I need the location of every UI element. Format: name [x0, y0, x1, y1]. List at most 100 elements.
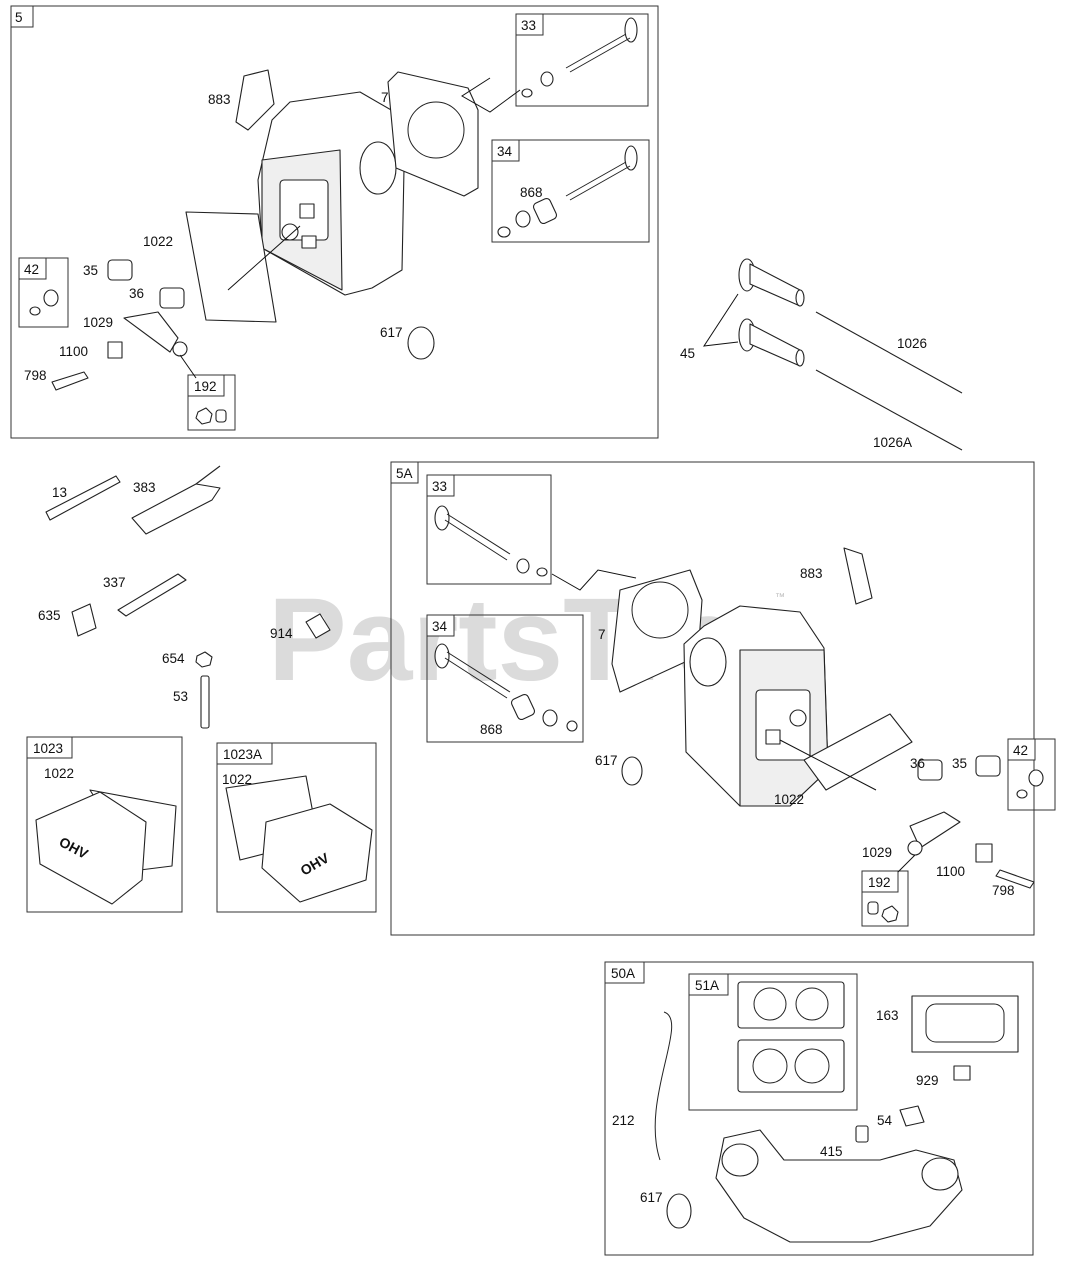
- label-337: 337: [103, 575, 126, 590]
- pivot-nut-b-part[interactable]: [907, 840, 923, 856]
- rocker-arm-1029-part[interactable]: [123, 311, 179, 353]
- valve-exhaust-part[interactable]: [497, 145, 638, 238]
- intake-gasket-upper-part[interactable]: [737, 981, 845, 1029]
- head-gasket-7-part[interactable]: [387, 71, 479, 197]
- kit-34b-tag[interactable]: [426, 614, 455, 637]
- label-7-b: 7: [598, 627, 606, 642]
- bolt-13-part[interactable]: [45, 475, 121, 521]
- kit-42-number: 42: [24, 262, 39, 277]
- label-1100-a: 1100: [59, 344, 88, 359]
- valve-cover-1023A-part[interactable]: OHV: [261, 803, 373, 903]
- plate-163-part[interactable]: [911, 995, 1019, 1053]
- kit-42-tag[interactable]: [18, 257, 47, 280]
- valve-cover-1023-part[interactable]: OHV: [35, 791, 147, 905]
- gasket-883-part[interactable]: [235, 69, 275, 131]
- guide-45-upper-part[interactable]: [738, 258, 805, 307]
- kit-33b-tag[interactable]: [426, 474, 455, 497]
- label-1022-a: 1022: [143, 234, 173, 249]
- assembly-1023-tag[interactable]: [26, 736, 73, 759]
- leader-gasket-b: [551, 569, 637, 591]
- push-rod-1026A-part[interactable]: [815, 369, 963, 451]
- label-654: 654: [162, 651, 185, 666]
- kit-34-frame: [491, 139, 650, 243]
- screw-798-part[interactable]: [51, 371, 89, 391]
- o-ring-617c-part[interactable]: [666, 1193, 692, 1229]
- assembly-1023A-frame: [216, 742, 377, 913]
- intake-gasket-lower-part[interactable]: [737, 1039, 845, 1093]
- assembly-1023A-number: 1023A: [223, 747, 262, 762]
- plug-boot-635-part[interactable]: [71, 603, 97, 637]
- label-1100-b: 1100: [936, 864, 965, 879]
- kit-192-tag[interactable]: [187, 374, 225, 397]
- assembly-1023A: 1023A OHV 1022: [216, 742, 377, 913]
- assembly-5A: 5A 33 34 868: [390, 461, 1056, 936]
- spring-36-part[interactable]: [159, 287, 185, 309]
- stud-53-part[interactable]: [200, 675, 210, 729]
- label-635: 635: [38, 608, 61, 623]
- screw-54-part[interactable]: [899, 1105, 925, 1127]
- leader-192b: [897, 854, 916, 873]
- assembly-5: 5 33 34 868: [10, 5, 659, 439]
- spring-35b-part[interactable]: [975, 755, 1001, 777]
- label-1026A: 1026A: [873, 435, 912, 450]
- intake-manifold-part[interactable]: [715, 1129, 963, 1243]
- label-883-b: 883: [800, 566, 823, 581]
- assembly-5-tag[interactable]: [10, 5, 34, 28]
- kit-34-number: 34: [497, 144, 513, 159]
- label-868-b: 868: [480, 722, 503, 737]
- kit-34b-frame: [426, 614, 584, 743]
- assembly-5A-number: 5A: [396, 466, 413, 481]
- spark-plug-337-part[interactable]: [117, 573, 187, 617]
- spring-36b-part[interactable]: [917, 759, 943, 781]
- o-ring-617-part[interactable]: [407, 326, 435, 360]
- label-45: 45: [680, 346, 695, 361]
- valve-intake-part[interactable]: [521, 17, 638, 98]
- leader-1022b: [779, 739, 877, 791]
- label-35-b: 35: [952, 756, 967, 771]
- kit-34-tag[interactable]: [491, 139, 520, 162]
- gasket-883b-part[interactable]: [843, 547, 873, 605]
- spring-35-part[interactable]: [107, 259, 133, 281]
- valve-intake-b-part[interactable]: [434, 505, 548, 577]
- push-rod-guide-1100b-part[interactable]: [975, 843, 993, 863]
- o-ring-617b-part[interactable]: [621, 756, 643, 786]
- assembly-5A-frame: [390, 461, 1035, 936]
- leader-192: [179, 354, 197, 379]
- assembly-50A-frame: [604, 961, 1034, 1256]
- leader-gasket: [461, 77, 521, 113]
- push-rod-1026-part[interactable]: [815, 311, 963, 394]
- label-868-a: 868: [520, 185, 543, 200]
- assembly-5-frame: [10, 5, 659, 439]
- screw-929-part[interactable]: [953, 1065, 971, 1081]
- label-212: 212: [612, 1113, 635, 1128]
- breather-383-part[interactable]: [131, 483, 221, 535]
- assembly-1023A-tag[interactable]: [216, 742, 273, 765]
- valve-exhaust-b-part[interactable]: [434, 643, 578, 732]
- kit-51A-tag[interactable]: [688, 973, 729, 996]
- link-212-part[interactable]: [654, 1011, 673, 1161]
- cylinder-head-5A[interactable]: [683, 605, 829, 807]
- kit-42b-tag[interactable]: [1007, 738, 1036, 761]
- leader-45: [702, 293, 739, 347]
- label-617-a: 617: [380, 325, 403, 340]
- fitting-415-part[interactable]: [855, 1125, 869, 1143]
- pivot-nut-part[interactable]: [172, 341, 188, 357]
- kit-192b-number: 192: [868, 875, 891, 890]
- kit-192b-tag[interactable]: [861, 870, 899, 893]
- cover-gasket-1022b-part[interactable]: [803, 713, 913, 791]
- kit-33-tag[interactable]: [515, 13, 544, 36]
- label-415: 415: [820, 1144, 843, 1159]
- guide-45-lower-part[interactable]: [738, 318, 805, 367]
- label-617-c: 617: [640, 1190, 663, 1205]
- kit-33b-frame: [426, 474, 552, 585]
- assembly-50A-tag[interactable]: [604, 961, 645, 984]
- push-rod-guide-1100-part[interactable]: [107, 341, 123, 359]
- assembly-5A-tag[interactable]: [390, 461, 419, 484]
- nut-654-part[interactable]: [195, 651, 213, 668]
- label-1022-d: 1022: [222, 772, 252, 787]
- cover-gasket-1022-part[interactable]: [185, 211, 277, 323]
- screw-914-part[interactable]: [305, 613, 331, 639]
- screw-798b-part[interactable]: [995, 869, 1035, 889]
- kit-33b-number: 33: [432, 479, 447, 494]
- cylinder-head-5[interactable]: [257, 91, 406, 296]
